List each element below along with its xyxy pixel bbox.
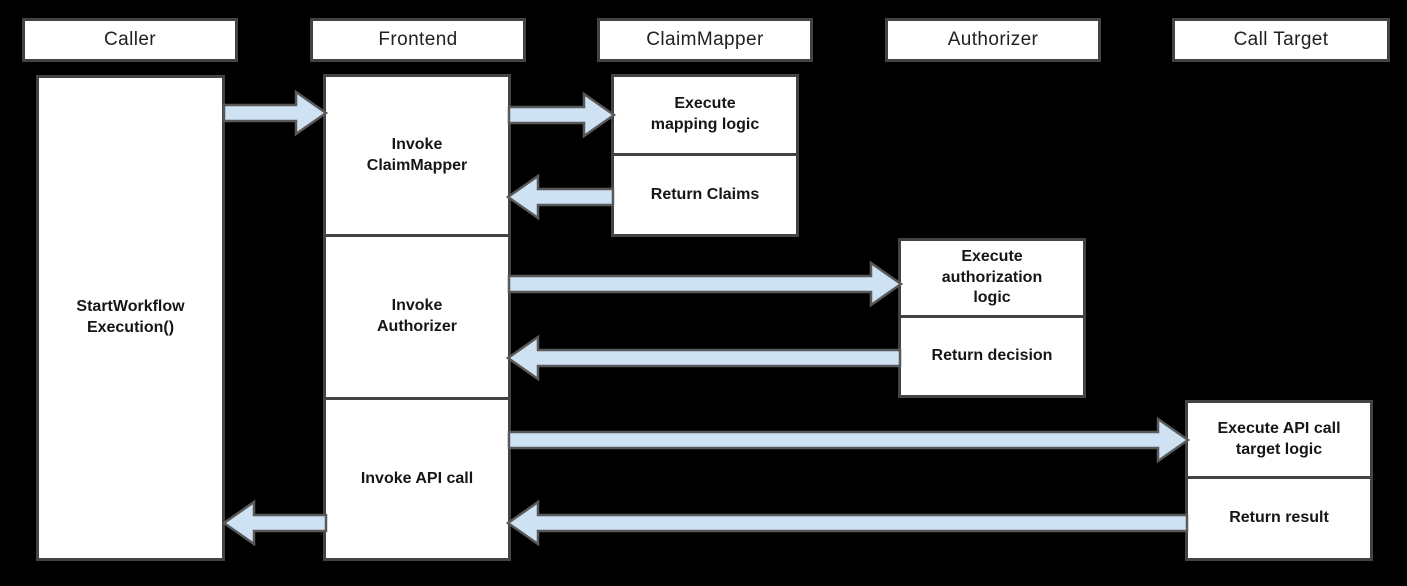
task-execute-mapping-logic: Execute mapping logic xyxy=(611,74,799,156)
task-label: Return result xyxy=(1229,509,1329,527)
task-return-decision: Return decision xyxy=(898,315,1086,398)
task-execute-api-call-target-logic: Execute API call target logic xyxy=(1185,400,1373,479)
participant-frontend: Frontend xyxy=(310,18,526,62)
task-label: StartWorkflow Execution() xyxy=(76,298,185,336)
participant-authorizer: Authorizer xyxy=(885,18,1101,62)
participant-label: Frontend xyxy=(378,29,458,50)
task-label: Execute mapping logic xyxy=(650,95,760,133)
task-label: Invoke API call xyxy=(360,469,474,487)
participant-call-target: Call Target xyxy=(1172,18,1390,62)
task-invoke-api-call: Invoke API call xyxy=(323,397,511,561)
task-return-claims: Return Claims xyxy=(611,153,799,237)
arrow-frontend-to-caller xyxy=(221,499,328,547)
task-label: Invoke ClaimMapper xyxy=(366,135,468,174)
task-startworkflowexecution: StartWorkflow Execution() xyxy=(36,75,225,561)
participant-claimmapper: ClaimMapper xyxy=(597,18,813,62)
task-invoke-claimmapper: Invoke ClaimMapper xyxy=(323,74,511,237)
task-label: Invoke Authorizer xyxy=(377,297,457,335)
task-label: Return Claims xyxy=(650,185,760,203)
arrow-claimmapper-to-frontend xyxy=(505,173,615,221)
participant-label: Caller xyxy=(103,29,157,50)
task-invoke-authorizer: Invoke Authorizer xyxy=(323,234,511,400)
participant-label: Authorizer xyxy=(947,29,1039,50)
arrow-authorizer-to-frontend xyxy=(505,334,902,382)
participant-caller: Caller xyxy=(22,18,238,62)
participant-label: ClaimMapper xyxy=(646,29,764,50)
arrow-caller-to-frontend xyxy=(222,89,329,137)
task-label: Return decision xyxy=(931,347,1053,365)
arrow-frontend-to-claimmapper xyxy=(507,91,617,139)
arrow-frontend-to-authorizer xyxy=(507,260,904,308)
task-execute-authorization-logic: Execute authorization logic xyxy=(898,238,1086,318)
arrow-frontend-to-call-target xyxy=(507,416,1191,464)
arrow-call-target-to-frontend xyxy=(505,499,1189,547)
task-return-result: Return result xyxy=(1185,476,1373,561)
task-label: Execute authorization logic xyxy=(941,247,1043,307)
participant-label: Call Target xyxy=(1233,29,1329,50)
task-label: Execute API call target logic xyxy=(1217,419,1341,458)
